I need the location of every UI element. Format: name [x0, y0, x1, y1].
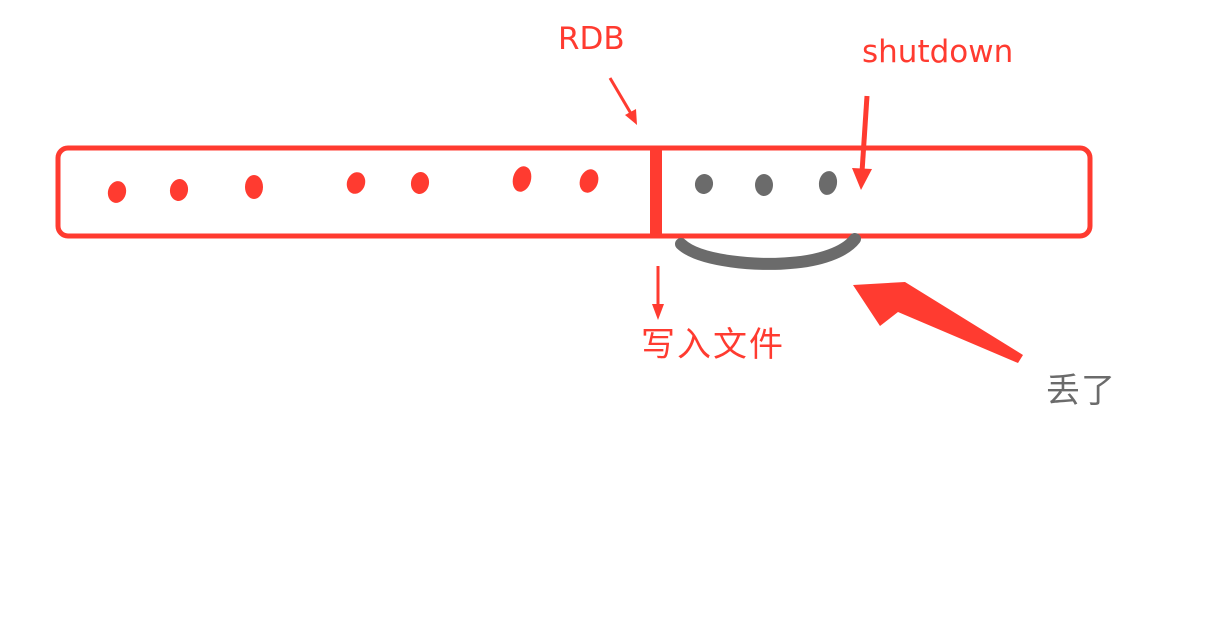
lost-write-dot [755, 174, 773, 196]
lost-writes [694, 171, 838, 196]
lost-data-brace [675, 233, 861, 270]
write-to-file-label: 写入文件 [641, 325, 785, 365]
saved-write-dot [410, 172, 430, 194]
saved-write-dot [346, 172, 366, 194]
lost-write-dot [818, 171, 838, 195]
saved-write-dot [107, 181, 127, 203]
saved-write-dot [579, 169, 599, 193]
saved-write-dot [169, 179, 189, 201]
write-arrow [652, 266, 664, 320]
rdb-arrow [608, 77, 637, 125]
rdb-label: RDB [558, 21, 625, 57]
lost-label: 丢了 [1046, 371, 1116, 411]
saved-write-dot [512, 166, 532, 192]
lost-arrow [853, 282, 1023, 363]
saved-writes [107, 166, 599, 203]
shutdown-arrow [852, 95, 872, 190]
lost-write-dot [694, 174, 714, 194]
timeline-box [55, 145, 1093, 239]
shutdown-label: shutdown [862, 34, 1014, 70]
saved-write-dot [245, 175, 263, 199]
